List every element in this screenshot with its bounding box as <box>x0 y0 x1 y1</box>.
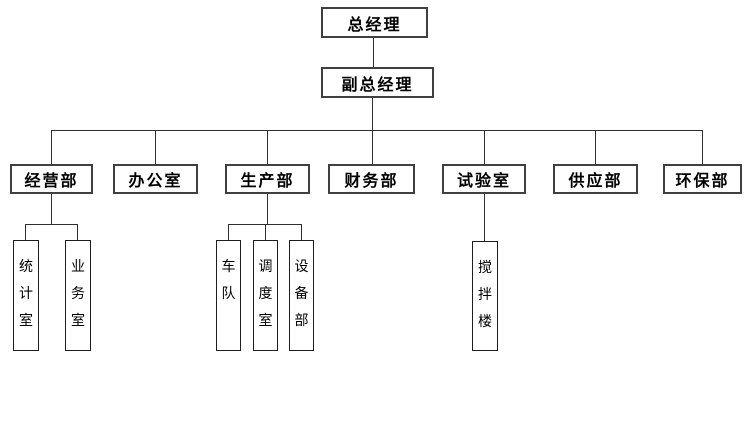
box-business-office-label: 业 务 室 <box>71 258 85 328</box>
box-dispatch-office-label: 调 度 室 <box>258 258 273 328</box>
connector-root-deputy <box>373 38 374 67</box>
box-environment-dept-label: 环保部 <box>675 173 730 190</box>
box-equipment-dept: 设 备 部 <box>289 240 314 351</box>
box-mixing-tower: 搅 拌 楼 <box>472 241 498 351</box>
connector-drop-environment-dept <box>702 130 703 164</box>
connector-drop-production-dept <box>267 130 268 164</box>
connector-drop-business-dept <box>51 130 52 164</box>
connector-drop-business-office <box>77 224 78 240</box>
connector-drop-dispatch-office <box>265 224 266 240</box>
box-business-dept-label: 经营部 <box>24 173 79 190</box>
connector-laboratory-mixing-tower <box>484 194 485 241</box>
connector-drop-supply-dept <box>595 130 596 164</box>
box-mixing-tower-label: 搅 拌 楼 <box>478 259 492 329</box>
box-finance-dept: 财务部 <box>328 164 415 194</box>
box-business-dept: 经营部 <box>10 164 93 194</box>
connector-drop-office <box>155 130 156 164</box>
box-supply-dept-label: 供应部 <box>568 173 623 190</box>
box-office: 办公室 <box>113 164 198 194</box>
connector-departments-bus <box>51 130 703 131</box>
box-production-dept: 生产部 <box>225 164 310 194</box>
box-supply-dept: 供应部 <box>553 164 638 194</box>
connector-drop-laboratory <box>484 130 485 164</box>
connector-business-dept-stub <box>51 194 52 224</box>
connector-business-dept-bus <box>25 224 78 225</box>
box-dispatch-office: 调 度 室 <box>253 240 278 351</box>
connector-production-dept-stub <box>267 194 268 224</box>
box-business-office: 业 务 室 <box>65 240 91 351</box>
box-environment-dept: 环保部 <box>663 164 742 194</box>
box-deputy-general-manager-label: 副总经理 <box>341 76 414 94</box>
connector-drop-equipment-dept <box>301 224 302 240</box>
box-deputy-general-manager: 副总经理 <box>321 67 434 98</box>
box-production-dept-label: 生产部 <box>240 173 295 190</box>
box-finance-dept-label: 财务部 <box>344 173 399 190</box>
connector-deputy-trunk <box>372 98 373 164</box>
box-fleet-label: 车 队 <box>221 258 236 301</box>
box-office-label: 办公室 <box>128 173 183 190</box>
box-equipment-dept-label: 设 备 部 <box>294 258 309 328</box>
box-general-manager-label: 总经理 <box>347 16 402 34</box>
box-laboratory: 试验室 <box>442 164 526 194</box>
box-fleet: 车 队 <box>216 240 241 351</box>
box-statistics-office-label: 统 计 室 <box>19 258 33 328</box>
box-statistics-office: 统 计 室 <box>13 240 39 351</box>
box-general-manager: 总经理 <box>321 7 428 38</box>
connector-drop-fleet <box>228 224 229 240</box>
box-laboratory-label: 试验室 <box>456 173 511 190</box>
connector-drop-statistics-office <box>25 224 26 240</box>
